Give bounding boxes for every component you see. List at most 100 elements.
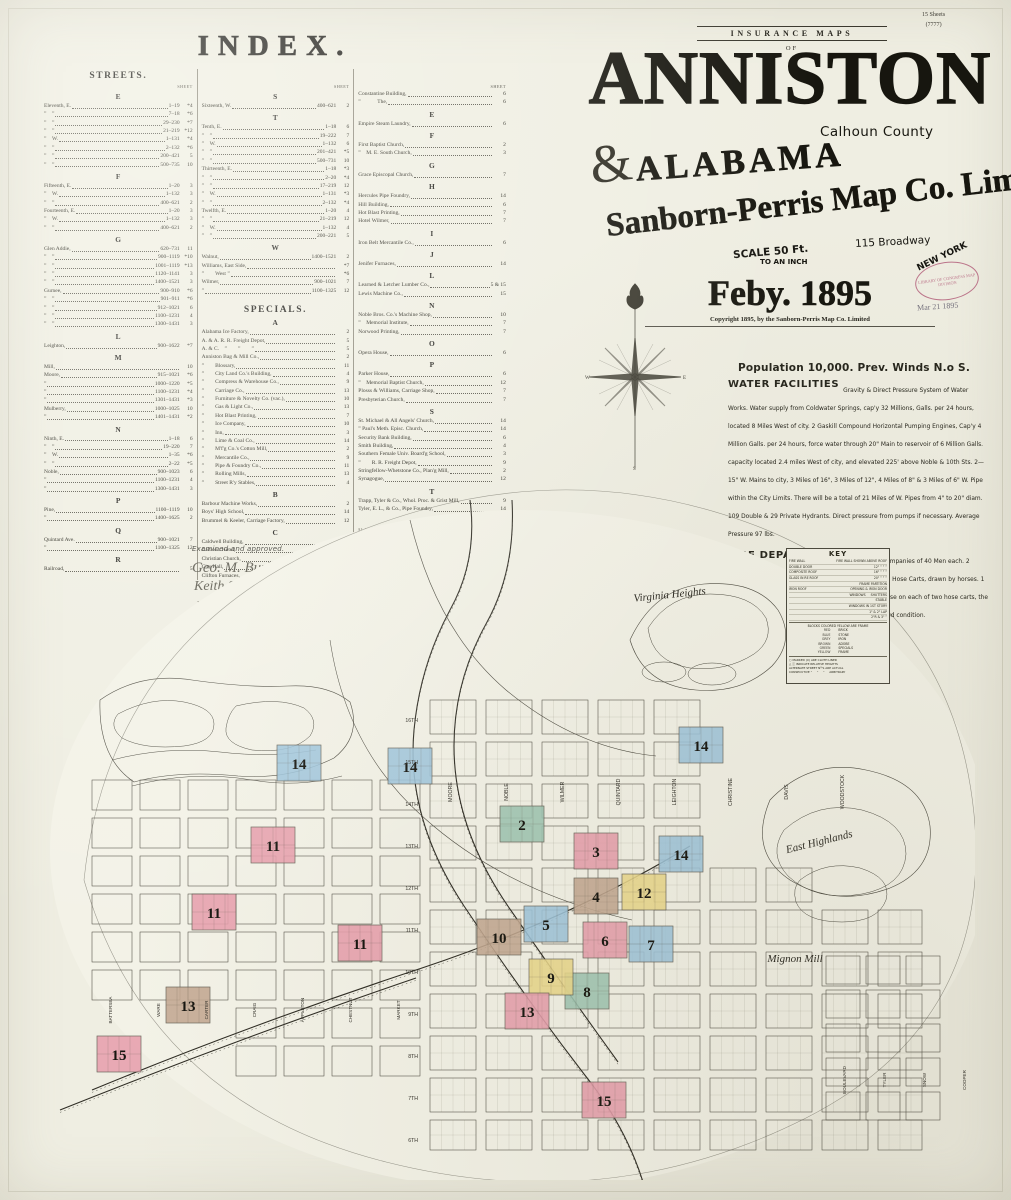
index-entry-sheet: 4 (189, 312, 193, 319)
index-leader-dots (47, 394, 155, 396)
index-entry-range: 1–131 (165, 136, 180, 143)
index-leader-dots (396, 265, 492, 267)
index-entry-name: Trapp, Tyler & Co., Whol. Proc. & Grist … (358, 497, 460, 504)
index-leader-dots (246, 426, 336, 428)
index-entry-name: Pine, (44, 507, 56, 514)
index-entry-name: Thirteenth, E. (201, 166, 233, 173)
sheet-number: 4 (592, 890, 600, 906)
index-entry-sheet: 14 (500, 260, 506, 267)
index-entry: ” Pipe & Foundry Co.,11 (202, 462, 350, 470)
index-entry: ” W.1–35*6 (44, 451, 193, 459)
index-entry-range: 1–19 (168, 103, 180, 109)
index-leader-dots (249, 334, 336, 336)
index-leader-dots (227, 212, 325, 214)
index-entry: ” Gas & Light Co.,13 (202, 403, 350, 411)
index-entry-name: ” W. (44, 136, 59, 143)
index-entry-sheet: 10 (187, 363, 193, 370)
index-entry: ” ”900–1119*10 (44, 253, 193, 261)
index-leader-dots (247, 267, 336, 269)
index-leader-dots (432, 317, 492, 318)
index-entry-name: Christian Church, (201, 555, 241, 562)
key-color-name: BLUE (822, 632, 831, 637)
index-leader-dots (55, 326, 154, 328)
index-entry-sheet: 4 (346, 207, 350, 214)
city-title: ANNISTON (588, 37, 992, 120)
index-leader-dots (216, 196, 322, 198)
index-entry: ” Memorial Institute,7 (358, 319, 506, 327)
index-leader-dots (233, 171, 325, 173)
index-entry-sheet: 7 (503, 328, 506, 335)
index-entry: Parker House,6 (358, 370, 506, 378)
index-leader-dots (411, 198, 492, 200)
street-label: 10TH (405, 970, 418, 976)
index-entry-name: Wilmer, (201, 279, 220, 286)
index-entry-name: ” ” (201, 157, 213, 164)
index-entry-name: Walnut, (201, 254, 219, 261)
index-entry-name: Quintard Ave. (44, 536, 75, 543)
index-entry-sheet: 5 (346, 233, 350, 240)
index-entry: ” M'f'g Co.'s Cotton Mill,2 (202, 445, 350, 453)
water-facilities-heading: WATER FACILITIES (728, 379, 840, 390)
key-color-name: BROWN (818, 641, 831, 646)
index-entry-sheet: 10 (343, 396, 350, 403)
index-leader-dots (47, 385, 154, 387)
index-entry-sheet: 2 (346, 254, 350, 261)
index-entry-name: ” W. (201, 141, 216, 148)
index-entry-sheet: *2 (187, 414, 193, 421)
index-alpha-divider: Q (115, 525, 122, 535)
index-leader-dots (405, 401, 492, 403)
index-entry-name: Anniston Bag & Mill Co., (201, 354, 260, 361)
index-entry-range: 1–20 (325, 207, 337, 214)
index-leader-dots (213, 221, 319, 223)
index-entry: ” Mercantile Co.,9 (202, 454, 350, 462)
sheet-block: 12 (621, 873, 667, 911)
index-entry-name: ” Hot Blast Printing, (201, 412, 257, 419)
index-entry-name: Plosss & Williams, Carriage Shop, (358, 388, 435, 395)
index-entry-name: ” Street R'y Stables, (201, 479, 256, 486)
index-entry-range: 1000–1220 (154, 380, 180, 387)
sheet-block: 13 (504, 992, 550, 1030)
index-entry-range: 1–132 (322, 224, 337, 231)
index-entry-name: Caldwell Building, (201, 539, 244, 546)
index-entry-range: 1100–1325 (311, 287, 337, 294)
index-entry-name: ” Furniture & Novelty Co. (vac.), (201, 396, 285, 403)
index-entry-sheet: 7 (346, 132, 350, 139)
index-entry-name: ” Blossary, (201, 362, 236, 369)
index-entry: ” Carriage Co.,13 (202, 387, 350, 395)
index-entry-name: City Hall, (201, 564, 224, 571)
index-entry: A. & A. R. R. Freight Depot,5 (202, 337, 350, 345)
index-entry-range: 1100–1231 (155, 477, 180, 484)
page-border (8, 8, 1003, 1192)
index-entry-name: ” (44, 389, 47, 396)
index-entry-name: ” ” (44, 199, 55, 206)
key-row: WINDOWS IN 1ST STORY (789, 604, 887, 610)
index-entry-name: Empire Steam Laundry, (358, 120, 411, 127)
index-leader-dots (255, 442, 336, 444)
index-entry-sheet: 11 (343, 362, 350, 369)
index-leader-dots (268, 451, 336, 453)
key-colors-intro: BLOCKS COLORED YELLOW ARE FRAME (807, 624, 869, 629)
key-footnote: △ ⓘ INDICATE RELATIVE HEIGHTS (789, 662, 838, 667)
index-leader-dots (460, 502, 492, 504)
index-entry: Grace Episcopal Church,7 (358, 171, 506, 179)
sheet-block: 14 (678, 726, 724, 764)
index-entry: Plosss & Williams, Carriage Shop,7 (358, 387, 506, 395)
map-date: Feby. 1895 (707, 273, 873, 314)
street-label: BATTERSEA (108, 996, 113, 1024)
index-entry-name: ” ” (44, 262, 55, 269)
index-entry-range: 1000–1025 (154, 405, 180, 412)
key-row-right: 12" ” ” ” (873, 564, 887, 569)
key-color-material: BRICK (838, 628, 848, 633)
index-entry-range: 2–132 (165, 144, 180, 151)
sheet-block: 13 (165, 986, 211, 1024)
index-entry-sheet: 3 (346, 429, 350, 436)
index-entry: Empire Steam Laundry,6 (358, 120, 506, 128)
